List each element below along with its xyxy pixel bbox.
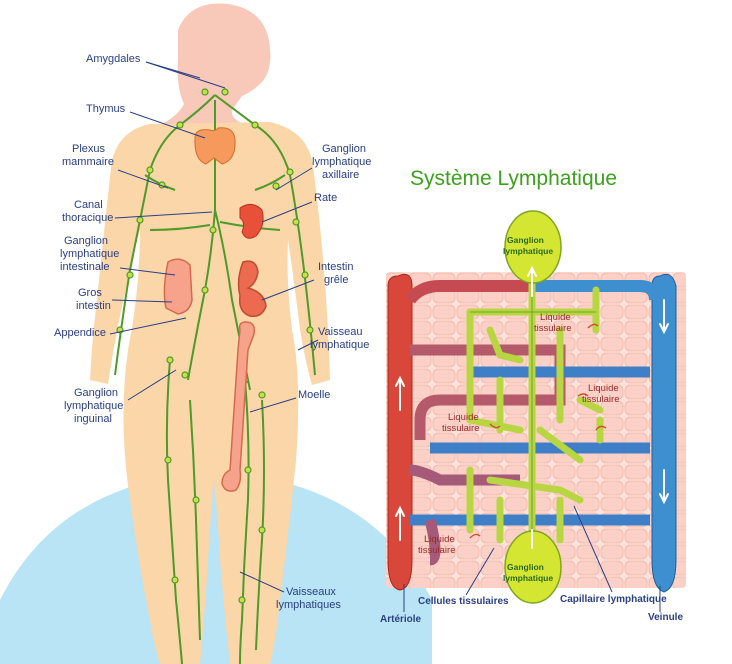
label-capillaire: Capillaire lymphatique [560, 594, 667, 605]
label-ganglion-intestinale-3: intestinale [60, 261, 110, 273]
label-ganglion-axillaire-3: axillaire [322, 169, 359, 181]
spleen-organ [239, 204, 264, 239]
liquide-3-line-2: tissulaire [442, 423, 480, 434]
label-ganglion-inguinal-1: Ganglion [74, 387, 118, 399]
label-ganglion-inguinal-2: lymphatique [64, 400, 123, 412]
small-intestine-organ [237, 260, 267, 318]
liquide-1-line-1: Liquide [540, 312, 571, 323]
label-plexus-2: mammaire [62, 156, 114, 168]
liquide-1-line-2: tissulaire [534, 323, 572, 334]
label-gros-intestin-1: Gros [78, 287, 102, 299]
label-veinule: Veinule [648, 612, 683, 623]
label-cellules: Cellules tissulaires [418, 596, 509, 607]
label-vaisseau-1: Vaisseau [318, 326, 362, 338]
large-intestine-organ [163, 258, 193, 315]
body-labels: Amygdales Thymus Plexus mammaire Canal t… [54, 53, 371, 611]
label-ganglion-intestinale-1: Ganglion [64, 235, 108, 247]
label-ganglion-axillaire-2: lymphatique [312, 156, 371, 168]
label-thymus: Thymus [86, 103, 126, 115]
label-amygdales: Amygdales [86, 53, 141, 65]
flow-arrows [395, 265, 669, 549]
body-figure [0, 3, 432, 664]
ganglion-bottom-label-2: lymphatique [503, 573, 553, 583]
lymph-capillaries-outline [470, 280, 596, 540]
lymph-nodes-body [116, 88, 314, 604]
thymus-organ [194, 127, 236, 165]
ganglion-top-label-2: lymphatique [503, 246, 553, 256]
label-arteriole: Artériole [380, 614, 422, 625]
ganglion-top-label-1: Ganglion [507, 235, 544, 245]
organs [163, 127, 267, 492]
label-intestin-grele-2: grêle [324, 274, 348, 286]
label-gros-intestin-2: intestin [76, 300, 111, 312]
label-vaisseaux-2: lymphatiques [276, 599, 341, 611]
liquide-4-line-1: Liquide [424, 534, 455, 545]
label-intestin-grele-1: Intestin [318, 261, 353, 273]
leader-lines [109, 61, 319, 593]
label-ganglion-axillaire-1: Ganglion [322, 143, 366, 155]
label-ganglion-inguinal-3: inguinal [74, 413, 112, 425]
liquide-4-line-2: tissulaire [418, 545, 456, 556]
label-vaisseaux-1: Vaisseaux [286, 586, 336, 598]
label-canal-2: thoracique [62, 212, 113, 224]
label-rate: Rate [314, 192, 337, 204]
label-appendice: Appendice [54, 327, 106, 339]
label-canal-1: Canal [74, 199, 103, 211]
label-vaisseau-2: lymphatique [310, 339, 369, 351]
liquide-3-line-1: Liquide [448, 412, 479, 423]
diagram-title: Système Lymphatique [410, 167, 617, 190]
fluid-arrows [469, 323, 607, 539]
label-plexus-1: Plexus [72, 143, 106, 155]
capillary-diagram: Ganglion lymphatique Ganglion lymphatiqu… [380, 210, 686, 625]
diagram-leader-lines [403, 505, 661, 612]
ganglion-bottom-label-1: Ganglion [507, 562, 544, 572]
label-ganglion-intestinale-2: lymphatique [60, 248, 119, 260]
label-moelle: Moelle [298, 389, 330, 401]
liquide-2-line-1: Liquide [588, 383, 619, 394]
arteriole-vessel [387, 273, 413, 591]
femur-bone [221, 321, 256, 492]
head-silhouette [160, 3, 271, 125]
veinule-vessel [651, 273, 677, 593]
torso-silhouette [90, 122, 330, 664]
liquide-labels: Liquide tissulaire Liquide tissulaire Li… [418, 312, 620, 556]
liquide-2-line-2: tissulaire [582, 394, 620, 405]
